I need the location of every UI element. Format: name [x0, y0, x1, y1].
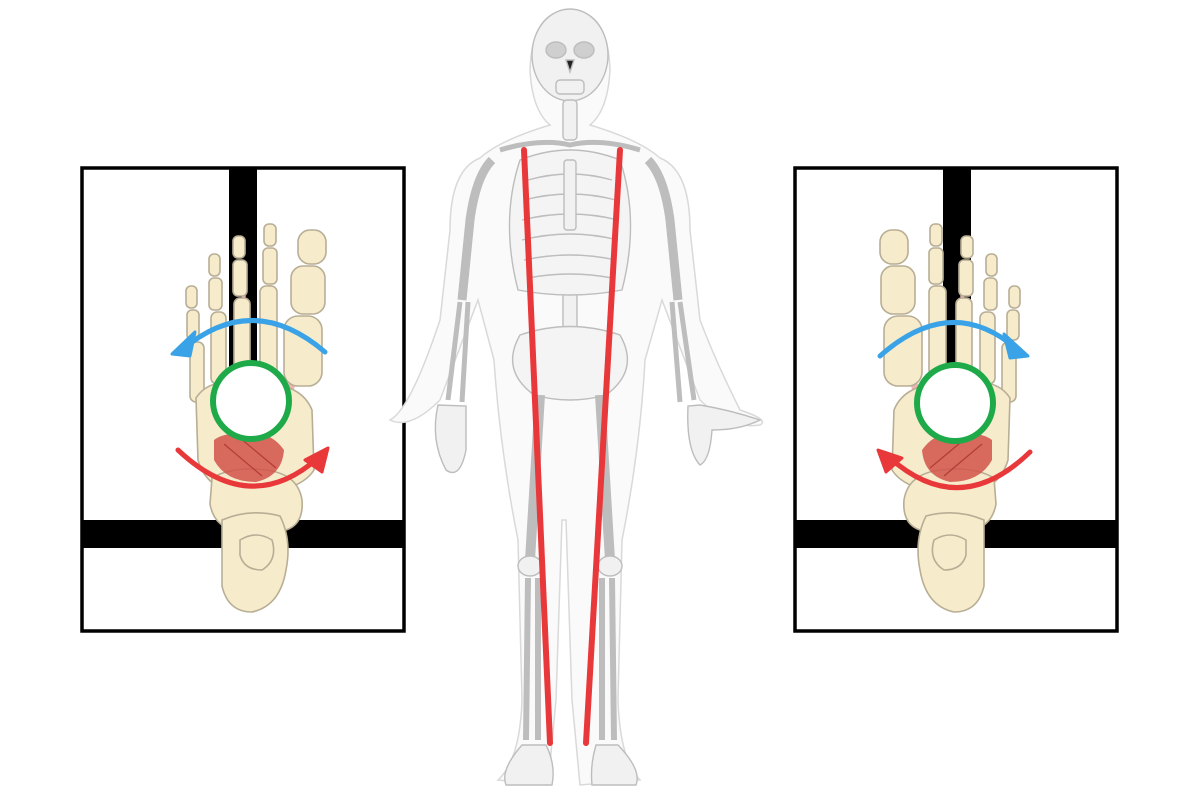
- left-rearfoot-arrowhead-icon: [303, 446, 330, 474]
- left-forefoot-arrowhead-icon: [170, 330, 197, 358]
- right-foot-panel: [793, 166, 1119, 633]
- right-forefoot-arrowhead-icon: [1002, 332, 1030, 360]
- left-leg-alignment-line: [521, 147, 553, 746]
- left-foot-panel: [80, 166, 406, 633]
- full-skeleton-figure: [388, 8, 764, 786]
- left-pivot-circle-icon: [210, 360, 292, 442]
- right-rearfoot-arrowhead-icon: [876, 448, 904, 474]
- left-forefoot-curved-arrow-icon: [179, 318, 328, 355]
- right-rearfoot-curved-arrow-icon: [887, 449, 1033, 490]
- right-pivot-circle-icon: [914, 362, 996, 444]
- left-rearfoot-curved-arrow-icon: [175, 447, 321, 489]
- right-leg-alignment-line: [583, 147, 623, 746]
- right-forefoot-curved-arrow-icon: [877, 319, 1021, 359]
